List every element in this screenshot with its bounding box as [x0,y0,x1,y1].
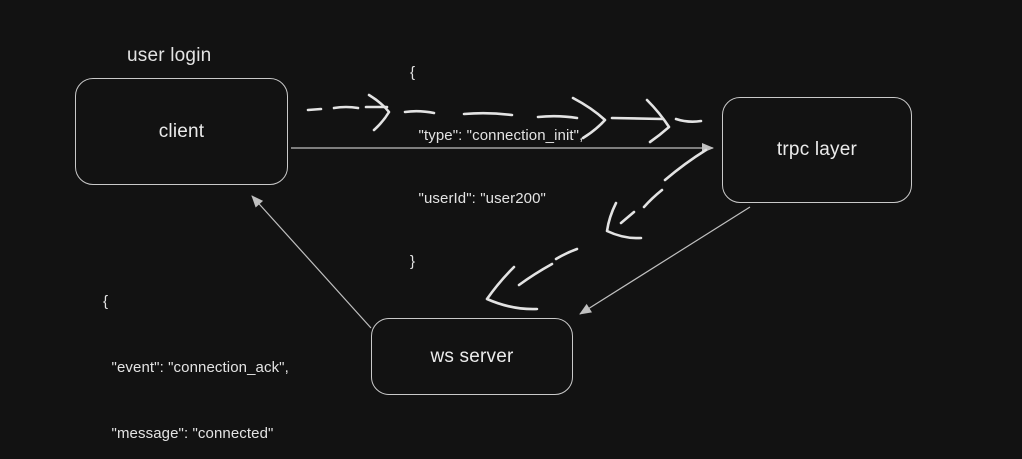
code-line: } [410,253,416,270]
node-ws-server-label: ws server [430,345,514,367]
code-line: "event": "connection_ack", [103,359,289,376]
code-line: "userId": "user200" [410,190,546,207]
annotation-init-payload[interactable]: { "type": "connection_init", "userId": "… [410,20,583,314]
code-line: { [410,64,416,81]
annotation-ack-payload[interactable]: { "event": "connection_ack", "message": … [103,247,289,459]
sketch-arrow-trpc-to-ws[interactable] [485,148,708,311]
code-line: "message": "connected" [103,425,274,442]
sketch-arrow-client-to-trpc[interactable] [306,93,703,144]
node-client[interactable]: client [75,78,288,185]
node-ws-server[interactable]: ws server [371,318,573,395]
node-trpc-layer-label: trpc layer [776,139,858,160]
code-line: "type": "connection_init", [410,127,584,144]
code-line: { [103,293,109,310]
node-trpc-layer[interactable]: trpc layer [722,97,912,203]
arrow-ws-to-client[interactable] [251,195,372,329]
annotation-user-login[interactable]: user login [127,45,212,66]
arrow-trpc-to-ws[interactable] [579,206,751,315]
node-client-label: client [158,120,205,142]
